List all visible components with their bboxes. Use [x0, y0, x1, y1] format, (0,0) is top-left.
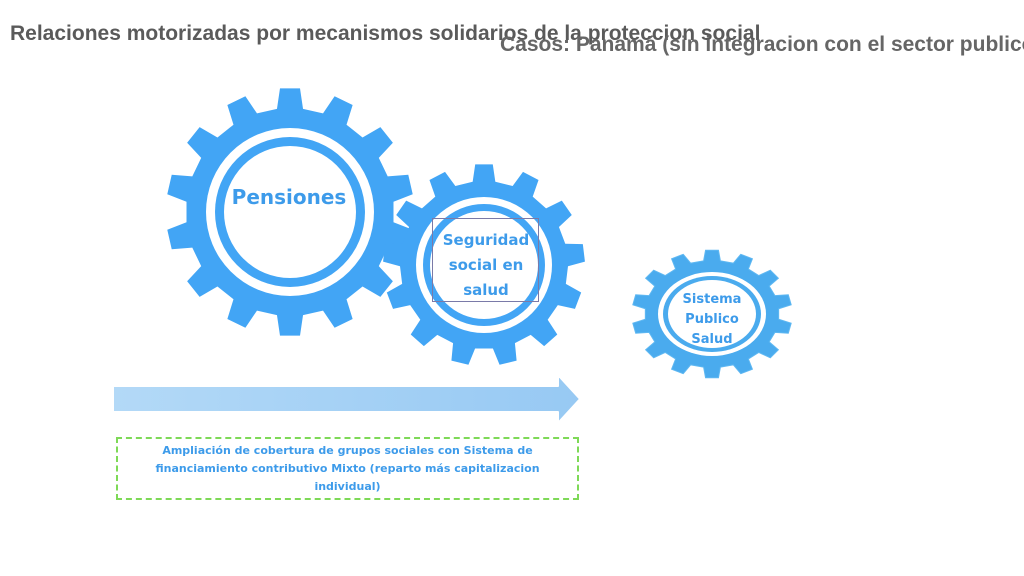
title-right: Casos: Panamá (sin integracion con el se… — [500, 33, 1024, 56]
coverage-caption-box: Ampliación de cobertura de grupos social… — [116, 437, 579, 500]
seguridad-social-gear-icon — [383, 164, 585, 365]
arrow-right-icon — [112, 374, 581, 424]
pensiones-label: Pensiones — [231, 185, 347, 209]
seguridad-social-frame — [432, 218, 539, 302]
seguridad-social-label: Seguridad social en salud — [430, 228, 542, 303]
pensiones-gear-icon — [167, 88, 413, 336]
title-left: Relaciones motorizadas por mecanismos so… — [10, 22, 761, 45]
sistema-publico-line-3: Salud — [691, 332, 733, 347]
seguridad-social-line-3: salud — [463, 281, 509, 299]
seguridad-social-line-2: social en — [448, 256, 524, 274]
coverage-caption: Ampliación de cobertura de grupos social… — [155, 443, 540, 493]
sistema-publico-gear-icon — [632, 249, 792, 379]
seguridad-social-line-1: Seguridad — [442, 231, 530, 249]
sistema-publico-line-1: Sistema — [682, 292, 742, 307]
sistema-publico-label: Sistema Publico Salud — [660, 290, 764, 350]
sistema-publico-line-2: Publico — [685, 312, 739, 327]
